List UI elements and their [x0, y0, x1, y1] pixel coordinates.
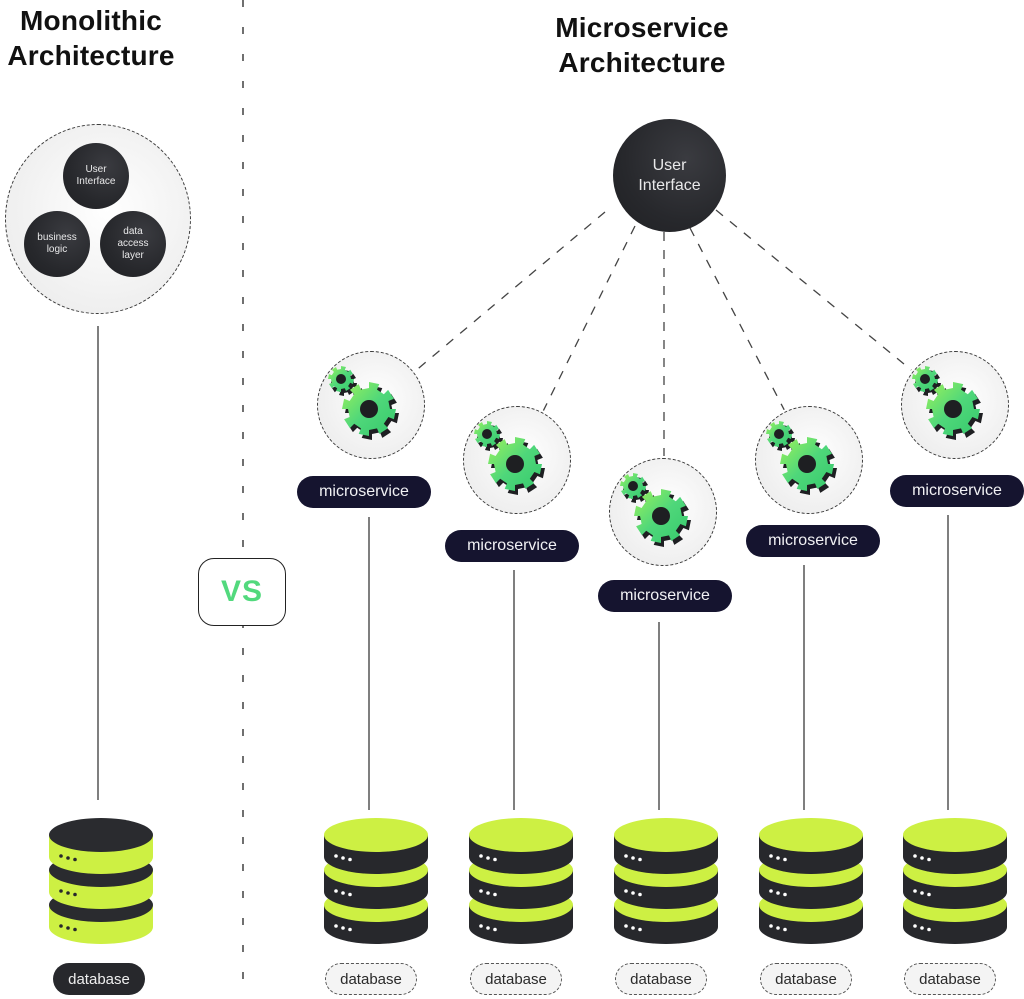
- component-label: data: [123, 226, 143, 237]
- gears-icon: [766, 421, 837, 495]
- gears-icon: [474, 421, 545, 495]
- ui-service-connector: [715, 209, 912, 371]
- vs-label: VS: [220, 575, 264, 608]
- component-label: User: [85, 164, 107, 175]
- microservice-user-interface: User Interface: [613, 119, 726, 232]
- database-icon: [324, 818, 428, 944]
- monolithic-title-line2: Architecture: [7, 40, 175, 71]
- database-icon: [903, 818, 1007, 944]
- ui-label-line1: User: [652, 156, 687, 174]
- ui-service-connector: [542, 225, 636, 411]
- database-icon: [49, 818, 153, 944]
- microservice-label: microservice: [445, 530, 579, 562]
- gears-icon: [912, 366, 983, 440]
- vs-badge: VS: [198, 558, 286, 626]
- monolith-data-access-layer: data access layer: [100, 211, 166, 277]
- ui-service-connector: [414, 211, 606, 372]
- microservice-title-line2: Architecture: [558, 47, 726, 78]
- microservice-database-label: database: [760, 963, 852, 995]
- microservice-database-label: database: [325, 963, 417, 995]
- gears-icon: [620, 473, 691, 547]
- component-label: layer: [122, 250, 144, 261]
- database-icon: [759, 818, 863, 944]
- microservice-label: microservice: [890, 475, 1024, 507]
- gears-icon: [328, 366, 399, 440]
- monolith-database-label: database: [53, 963, 145, 995]
- ui-label-line2: Interface: [638, 176, 701, 194]
- database-icon: [469, 818, 573, 944]
- component-label: access: [117, 238, 149, 249]
- monolith-user-interface: User Interface: [63, 143, 129, 209]
- microservice-database-label: database: [615, 963, 707, 995]
- monolithic-title: Monolithic Architecture: [0, 3, 182, 73]
- microservice-label: microservice: [598, 580, 732, 612]
- monolith-business-logic: business logic: [24, 211, 90, 277]
- microservice-database-label: database: [470, 963, 562, 995]
- microservice-database-label: database: [904, 963, 996, 995]
- ui-service-connector: [689, 227, 785, 411]
- microservice-title: Microservice Architecture: [542, 10, 742, 80]
- component-label: business: [37, 232, 77, 243]
- microservice-title-line1: Microservice: [555, 12, 729, 43]
- monolithic-title-line1: Monolithic: [20, 5, 162, 36]
- database-icon: [614, 818, 718, 944]
- component-label: Interface: [76, 176, 116, 187]
- microservice-label: microservice: [297, 476, 431, 508]
- component-label: logic: [46, 244, 68, 255]
- microservice-label: microservice: [746, 525, 880, 557]
